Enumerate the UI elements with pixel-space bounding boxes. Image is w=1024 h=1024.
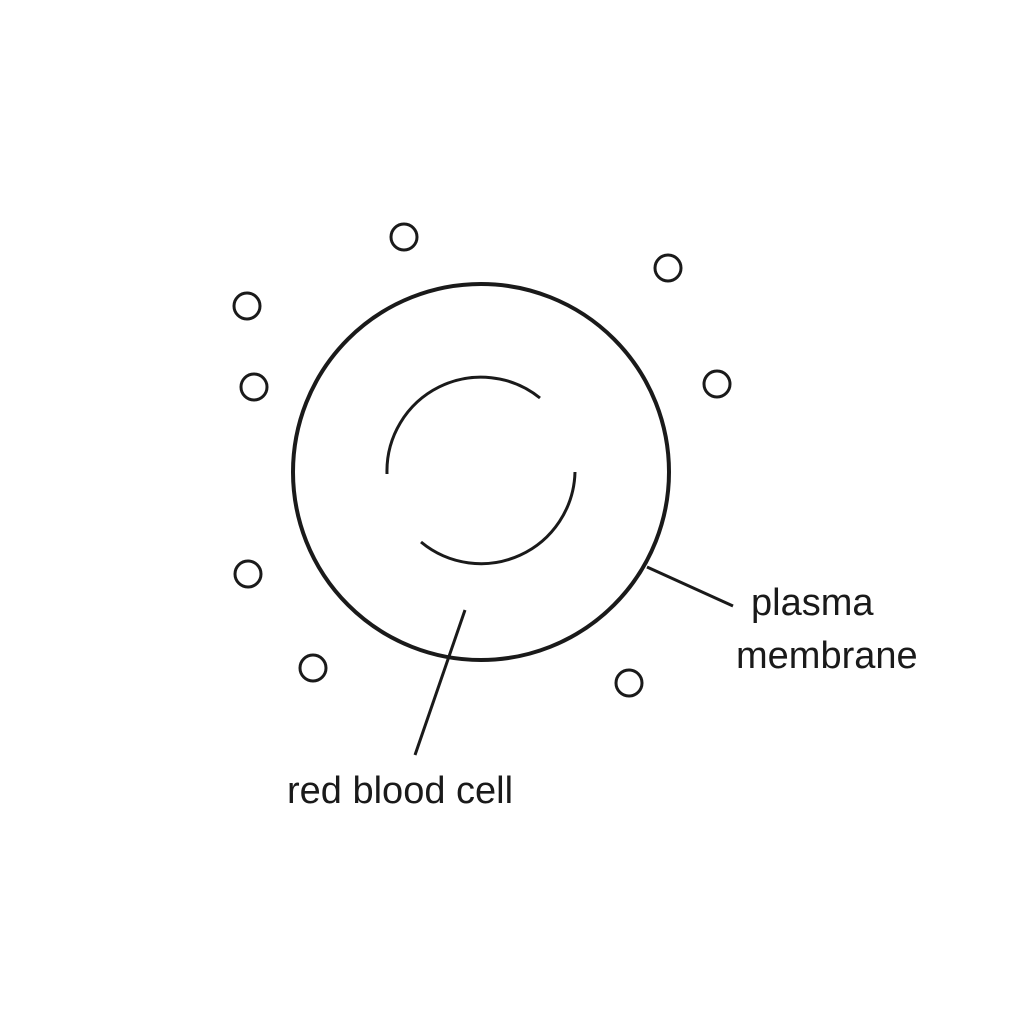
- small-cell-4: [239, 372, 269, 402]
- plasma-label-line1: plasma: [751, 582, 874, 624]
- small-cell-8: [614, 668, 644, 698]
- plasma-membrane-leader-line: [646, 565, 734, 608]
- red-blood-cell-label: red blood cell: [287, 770, 513, 812]
- small-cell-1: [389, 222, 419, 252]
- small-cell-7: [298, 653, 328, 683]
- small-cell-6: [233, 559, 263, 589]
- small-cell-2: [653, 253, 683, 283]
- small-cell-3: [232, 291, 262, 321]
- inner-arc-lower: [420, 471, 577, 566]
- red-blood-cell-leader-line: [413, 609, 467, 756]
- plasma-label-line2: membrane: [736, 635, 918, 677]
- inner-arc-upper: [385, 375, 541, 475]
- small-cell-5: [702, 369, 732, 399]
- cell-membrane-circle: [291, 282, 671, 662]
